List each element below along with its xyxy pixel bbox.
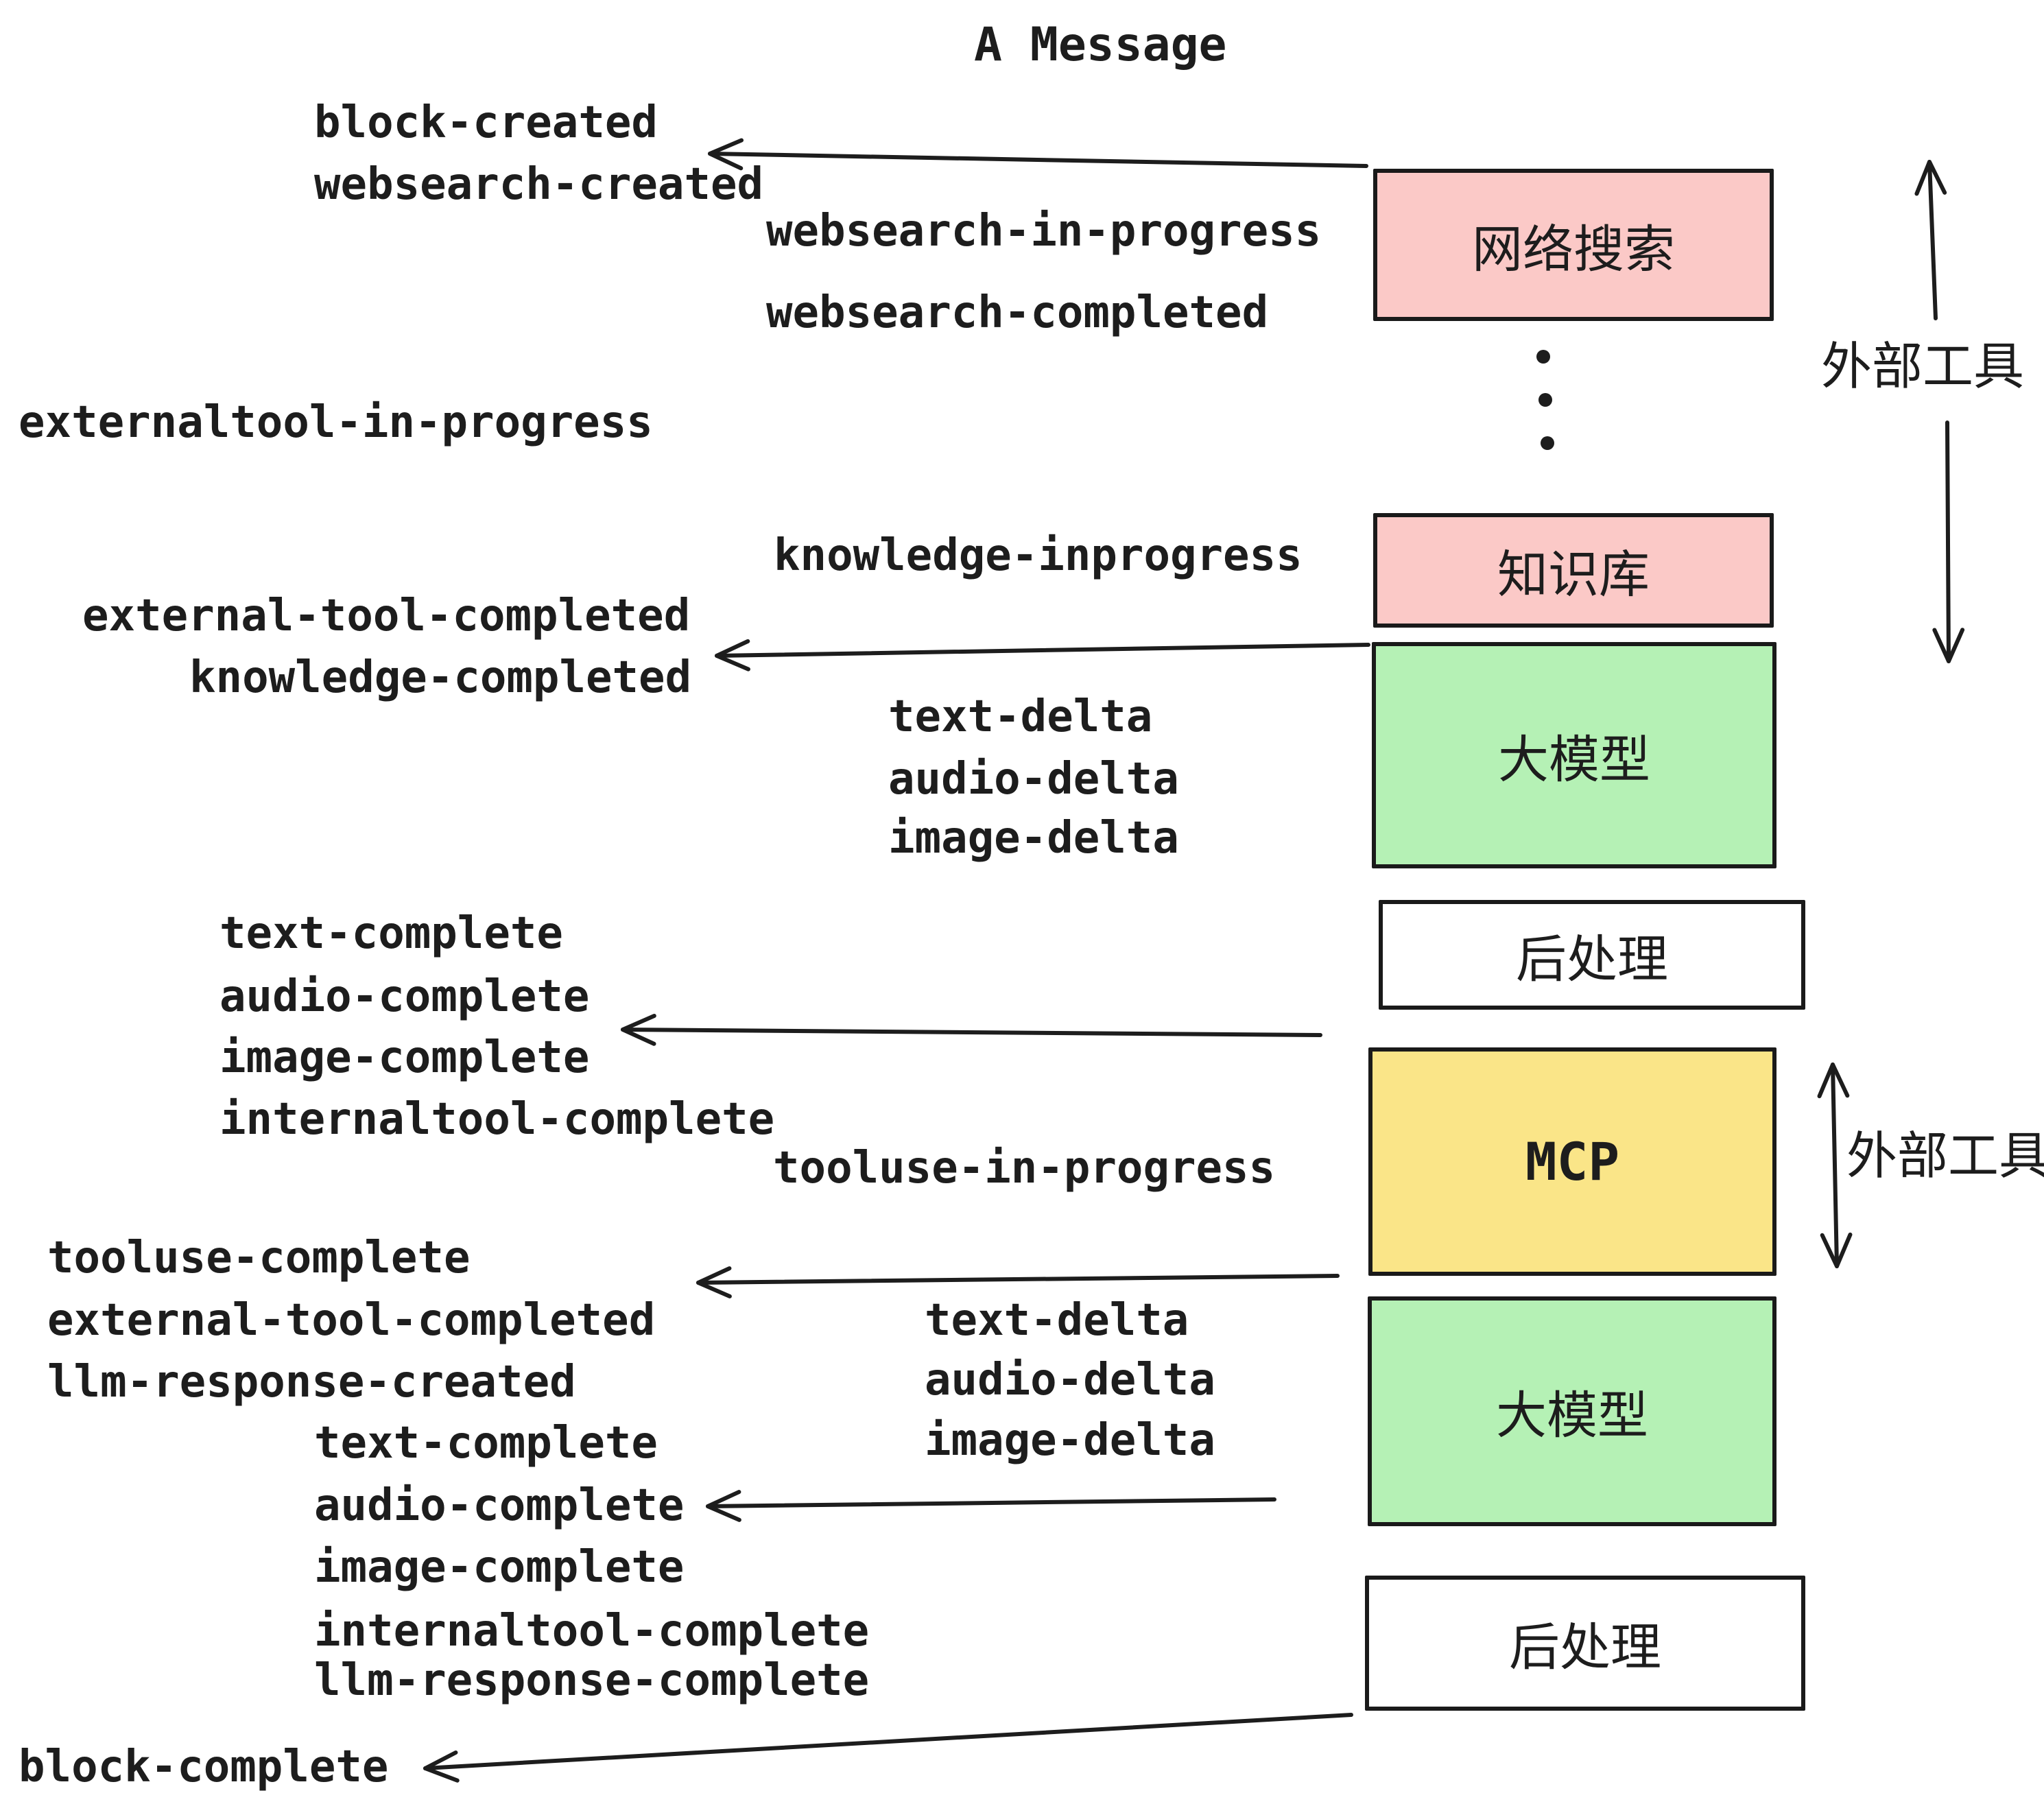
event-label-image-complete: image-complete [219, 1032, 590, 1083]
event-label-block-complete: block-complete [19, 1742, 389, 1792]
event-label-websearch-in-progress: websearch-in-progress [766, 206, 1322, 257]
event-label-text-delta: text-delta [925, 1295, 1189, 1346]
event-label-audio-delta: audio-delta [925, 1355, 1215, 1405]
box-label: MCP [1525, 1131, 1620, 1192]
event-label-text-delta: text-delta [888, 691, 1153, 742]
arrow-audio-complete [706, 1490, 1276, 1522]
event-label-image-complete: image-complete [314, 1542, 685, 1593]
arrow-knowledge-completed [715, 639, 1370, 672]
event-label-llm-response-created: llm-response-created [47, 1357, 576, 1408]
box-label: 后处理 [1509, 1619, 1661, 1676]
external-tools-label-1: 外部工具 [1821, 337, 2024, 395]
arrow-block-complete [423, 1713, 1353, 1783]
event-label-knowledge-inprogress: knowledge-inprogress [774, 530, 1303, 581]
box-label: 知识库 [1497, 546, 1650, 603]
arrow-image-complete [621, 1013, 1322, 1046]
box-label: 大模型 [1498, 731, 1650, 788]
box-postprocess-1: 后处理 [1379, 900, 1805, 1010]
event-label-knowledge-completed: knowledge-completed [189, 652, 692, 703]
event-label-audio-delta: audio-delta [888, 754, 1179, 805]
event-label-audio-complete: audio-complete [314, 1480, 685, 1531]
box-label: 后处理 [1516, 930, 1668, 988]
event-label-text-complete: text-complete [314, 1418, 658, 1469]
event-label-websearch-completed: websearch-completed [766, 287, 1269, 338]
event-label-text-complete: text-complete [219, 908, 563, 959]
arrow-external-tools-up-1 [1914, 160, 1947, 320]
ellipsis-dot [1536, 350, 1550, 364]
box-websearch: 网络搜索 [1373, 169, 1774, 321]
event-label-external-tool-completed: external-tool-completed [82, 591, 691, 641]
box-llm-2: 大模型 [1368, 1296, 1776, 1526]
external-tools-label-2: 外部工具 [1846, 1127, 2044, 1185]
event-label-external-tool-completed: external-tool-completed [47, 1295, 656, 1346]
event-label-tooluse-complete: tooluse-complete [47, 1233, 471, 1283]
box-label: 大模型 [1496, 1387, 1648, 1444]
page-title: A Message [974, 18, 1227, 72]
box-label: 网络搜索 [1472, 220, 1675, 278]
event-label-block-created: block-created [314, 97, 658, 148]
ellipsis-dot [1541, 436, 1554, 450]
box-knowledge-base: 知识库 [1373, 513, 1774, 628]
event-label-internaltool-complete: internaltool-complete [314, 1606, 870, 1657]
box-postprocess-2: 后处理 [1365, 1576, 1805, 1711]
arrow-block-created [708, 138, 1368, 171]
box-mcp: MCP [1368, 1047, 1776, 1276]
event-label-audio-complete: audio-complete [219, 971, 590, 1022]
arrow-tooluse-complete [696, 1266, 1340, 1298]
event-label-websearch-created: websearch-created [314, 159, 764, 210]
event-label-internaltool-complete: internaltool-complete [219, 1094, 775, 1145]
event-label-image-delta: image-delta [888, 813, 1179, 864]
box-llm-1: 大模型 [1372, 642, 1776, 868]
ellipsis-dot [1538, 393, 1552, 407]
event-label-llm-response-complete: llm-response-complete [314, 1655, 870, 1706]
event-label-externaltool-in-progress: externaltool-in-progress [19, 397, 653, 448]
event-label-image-delta: image-delta [925, 1415, 1215, 1466]
arrow-external-tools-2 [1817, 1063, 1853, 1268]
arrow-external-tools-down-1 [1932, 420, 1965, 663]
event-label-tooluse-in-progress: tooluse-in-progress [773, 1143, 1276, 1194]
